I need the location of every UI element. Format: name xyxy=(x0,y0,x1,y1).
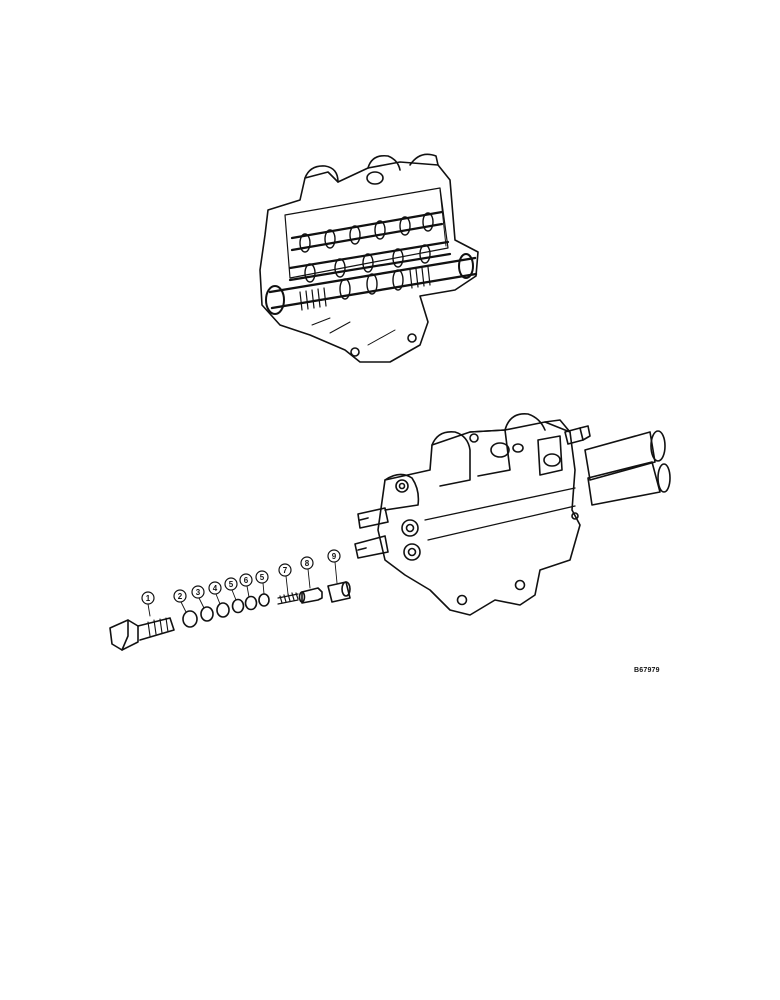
part-ring-5a xyxy=(231,598,245,614)
assembled-valve-illustration xyxy=(354,413,671,616)
callout-label: 8 xyxy=(305,559,310,568)
part-poppet xyxy=(298,587,323,604)
part-ring-3 xyxy=(200,606,214,622)
callout-label: 9 xyxy=(332,552,337,561)
part-ring-4 xyxy=(216,602,230,618)
callout-circles xyxy=(141,549,341,605)
callout-label: 1 xyxy=(146,594,151,603)
cutaway-valve-illustration xyxy=(259,153,479,363)
part-ring-5b xyxy=(258,593,270,607)
part-plug xyxy=(109,617,175,651)
part-o-ring-large xyxy=(182,610,198,628)
callout-label: 4 xyxy=(213,584,218,593)
part-spring xyxy=(277,592,299,605)
part-ring-6 xyxy=(244,595,258,611)
callout-label: 7 xyxy=(283,566,288,575)
callout-label: 2 xyxy=(178,592,183,601)
part-sleeve xyxy=(327,581,351,603)
callout-label: 6 xyxy=(244,576,249,585)
callout-label: 3 xyxy=(196,588,201,597)
callout-label: 5 xyxy=(229,580,234,589)
leader-lines xyxy=(147,561,338,617)
callout-label: 5 xyxy=(260,573,265,582)
figure-number: B67979 xyxy=(634,667,660,674)
exploded-parts xyxy=(109,581,351,651)
